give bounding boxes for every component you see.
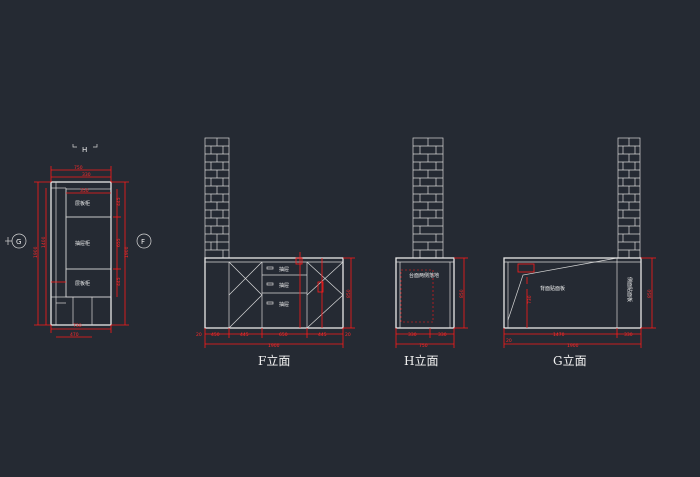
elev-f-dim-4: 650 — [279, 332, 288, 338]
elev-f-cabinet — [204, 257, 344, 329]
elev-h-inner-dash — [400, 269, 434, 323]
elev-h-dim-height: 850 — [459, 289, 465, 298]
elev-h-title: H立面 — [404, 353, 438, 368]
plan-view: H G F 层板柜 抽屉柜 层板柜 — [5, 144, 152, 338]
plan-dim-right-total: 1900 — [124, 246, 130, 258]
plan-label-shelf-2: 层板柜 — [75, 280, 90, 287]
plan-dim-left-2: 1400 — [41, 236, 47, 248]
elevation-h: 台面两侧落地 330 330 750 850 H立面 — [395, 137, 468, 368]
plan-dim-right-3: 445 — [116, 277, 122, 286]
view-marker-h: H — [72, 144, 98, 154]
elev-g-dim-total: 1900 — [567, 343, 579, 349]
elev-g-red-mark — [517, 263, 535, 273]
elev-f-dim-height: 850 — [346, 289, 352, 298]
plan-dim-right-1: 445 — [116, 197, 122, 206]
plan-dim-bottom-2: 470 — [70, 332, 79, 338]
view-marker-f: F — [136, 233, 152, 249]
elev-g-label-main: 背面贴面板 — [540, 285, 565, 292]
elev-h-cabinet — [395, 257, 455, 329]
view-marker-g: G — [5, 233, 27, 249]
elev-g-label-side: 侧面贴面板 — [626, 277, 633, 302]
elev-f-dim-3: 445 — [240, 332, 249, 338]
elev-g-dim-2: 330 — [624, 332, 633, 338]
view-marker-g-label: G — [16, 238, 21, 246]
elev-h-dim-1: 330 — [408, 332, 417, 338]
elev-h-dim-2: 330 — [438, 332, 447, 338]
plan-label-shelf-1: 层板柜 — [75, 200, 90, 207]
elev-f-drawer-1: 抽屉 — [279, 266, 289, 273]
brick-column-g — [617, 137, 641, 259]
elev-f-dim-6: 20 — [345, 332, 351, 338]
elev-g-dim-small: 20 — [506, 338, 512, 344]
elev-g-title: G立面 — [553, 353, 587, 368]
plan-dim-top-1: 750 — [74, 165, 83, 171]
elev-g-dim-1: 1470 — [553, 332, 565, 338]
elev-h-dim-total: 750 — [419, 343, 428, 349]
elev-g-cabinet — [503, 257, 642, 329]
plan-label-drawer: 抽屉柜 — [75, 240, 90, 247]
view-marker-f-label: F — [141, 238, 145, 246]
elev-h-label: 台面两侧落地 — [409, 272, 439, 279]
brick-column-f — [204, 137, 230, 259]
plan-dim-top-3: 350 — [80, 188, 89, 194]
elev-f-drawer-2: 抽屉 — [279, 282, 289, 289]
elev-f-dim-2: 450 — [211, 332, 220, 338]
plan-dim-top-2: 330 — [82, 172, 91, 178]
elev-g-dim-inner: 730 — [527, 295, 533, 304]
elevation-f: 抽屉 抽屉 抽屉 20 450 445 650 445 20 1900 850 … — [196, 137, 355, 368]
elev-f-dim-5: 445 — [318, 332, 327, 338]
brick-column-h — [412, 137, 444, 259]
elev-f-dim-1: 20 — [196, 332, 202, 338]
elev-f-title: F立面 — [258, 353, 290, 368]
view-marker-h-label: H — [82, 146, 87, 154]
plan-dim-right-2: 655 — [116, 238, 122, 247]
plan-dim-left-1: 1900 — [33, 246, 39, 258]
elev-f-drawer-3: 抽屉 — [279, 301, 289, 308]
plan-dim-bottom-1: 730 — [73, 323, 82, 329]
elev-g-dim-height: 850 — [647, 289, 653, 298]
elev-f-dim-total: 1900 — [268, 343, 280, 349]
elevation-g: 背面贴面板 侧面贴面板 730 20 1470 330 1900 850 G立面 — [503, 137, 656, 368]
